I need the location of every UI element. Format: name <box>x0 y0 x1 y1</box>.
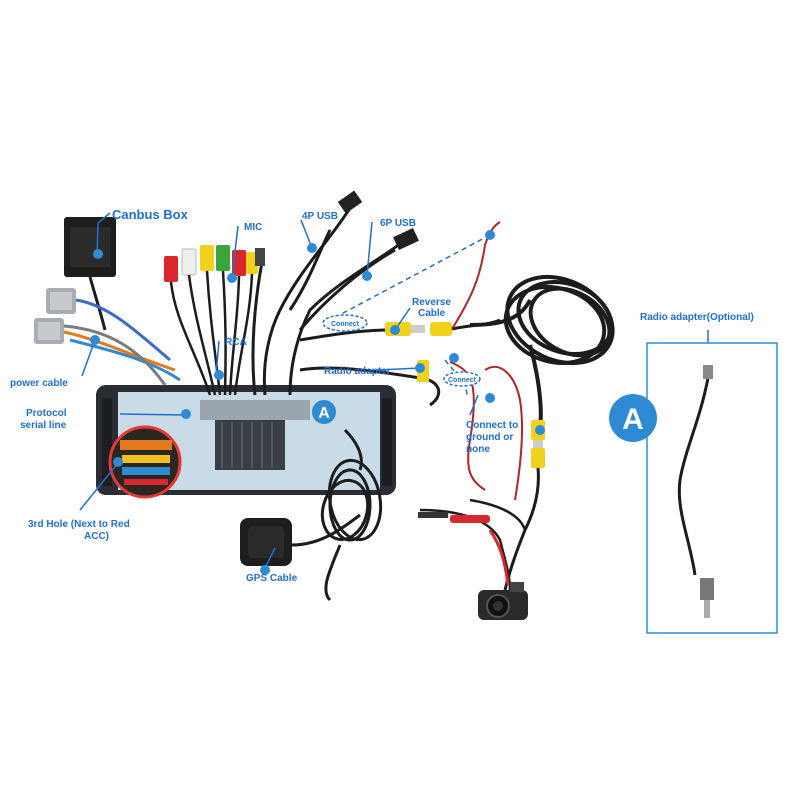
badge-a-inset-label: A <box>622 403 644 436</box>
label-power-cable: power cable <box>10 378 68 389</box>
mic-cable <box>251 261 264 396</box>
label-ground-3: none <box>466 444 490 455</box>
label-protocol-1: Protocol <box>26 408 67 419</box>
reverse-camera <box>478 582 528 620</box>
label-gps-cable: GPS Cable <box>246 573 298 584</box>
unit-heatsink-fins <box>221 422 273 468</box>
label-reverse-cable-2: Cable <box>418 308 446 319</box>
inset-panel <box>646 342 778 634</box>
callout-dots <box>90 230 714 575</box>
connect-bubble-2: Connect <box>443 371 481 387</box>
leader-lines <box>79 212 709 569</box>
label-reverse-cable-1: Reverse <box>412 297 451 308</box>
badge-a-main: A <box>312 400 336 424</box>
connect-label-2: Connect <box>448 377 477 384</box>
mic-plug <box>255 248 265 266</box>
usb-6p-cable <box>288 238 406 396</box>
label-ground-2: ground or <box>466 432 513 443</box>
label-usb-4p: 4P USB <box>302 211 338 222</box>
unit-heatsink <box>215 420 285 470</box>
gps-antenna <box>240 428 383 602</box>
antenna-plug-body <box>700 578 714 600</box>
usb-4p-plug <box>337 190 363 214</box>
rca-connectors <box>164 245 258 396</box>
label-usb-6p: 6P USB <box>380 218 416 229</box>
label-ground-1: Connect to <box>466 420 518 431</box>
badge-a-main-label: A <box>318 405 330 422</box>
camera-cable <box>418 420 545 591</box>
badge-a-inset: A <box>609 394 657 442</box>
label-protocol-2: serial line <box>20 420 67 431</box>
reverse-extension-coil <box>469 274 615 424</box>
antenna-plug-tip <box>704 600 710 618</box>
label-radio-adapter: Radio adapter <box>324 366 391 377</box>
label-radio-adapter-optional: Radio adapter(Optional) <box>640 312 754 323</box>
label-third-hole-2: ACC) <box>84 531 109 542</box>
unit-connector-block <box>200 400 310 420</box>
canbus-box <box>64 217 116 331</box>
label-canbus-box: Canbus Box <box>112 207 189 222</box>
connect-bubble-1: Connect <box>322 314 368 332</box>
connect-label-1: Connect <box>331 321 360 328</box>
usb-6p-plug <box>393 228 419 250</box>
zoom-circle <box>108 425 182 499</box>
harness-plugs <box>34 288 181 386</box>
label-mic: MIC <box>244 222 262 233</box>
usb-4p-cable <box>262 207 352 396</box>
label-rca: RCA <box>225 337 247 348</box>
label-third-hole-1: 3rd Hole (Next to Red <box>28 519 130 530</box>
